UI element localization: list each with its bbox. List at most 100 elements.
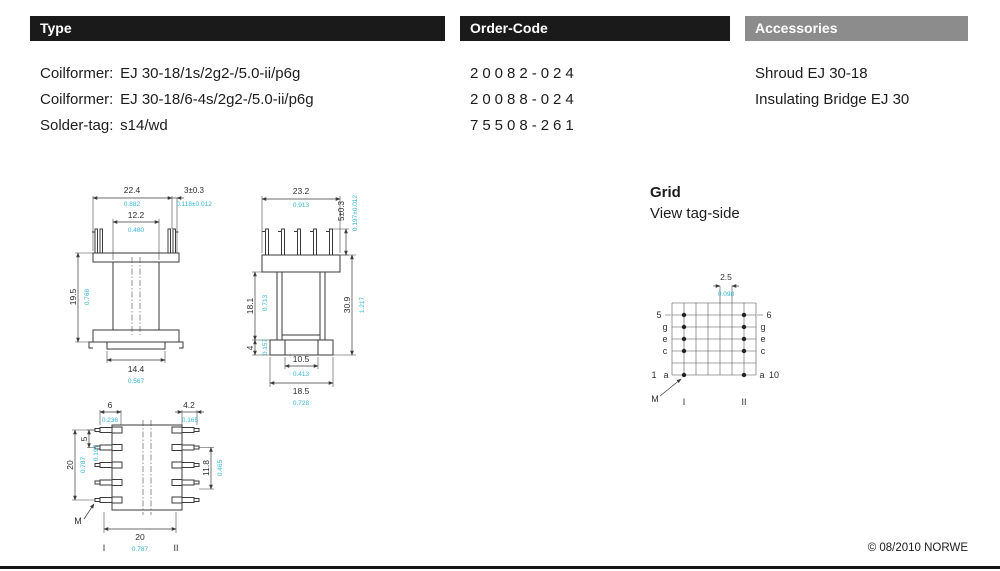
dim-tag-tip-mm: 4.2 (183, 400, 195, 410)
type-header-label: Type (40, 20, 72, 36)
front-dim-base: 14.4 0.567 (106, 351, 166, 385)
grid-pins (681, 312, 747, 378)
dim-tag-height-in: 0.787 (80, 456, 87, 473)
dim-side-inner-mm: 10.5 (293, 354, 310, 364)
side-dim-pin: 5±0.3 0.197±0.012 (332, 195, 359, 256)
side-dim-outer: 18.5 0.728 (269, 357, 334, 407)
dim-side-inner-in: 0.413 (293, 371, 310, 378)
dim-tag-width-in: 0.787 (132, 546, 149, 553)
side-dim-window: 18.1 0.713 4 0.157 (245, 271, 277, 356)
dim-tag-length-mm: 6 (108, 400, 113, 410)
order-code-value: 75508-261 (470, 117, 578, 134)
dim-tag-pitch-in: 0.197 (93, 444, 100, 461)
grid-subtitle: View tag-side (650, 205, 740, 222)
grid-row-letter-left: g (662, 322, 667, 332)
grid-dim-pitch: 2.5 0.098 (713, 272, 739, 303)
grid-row-letter-left: c (663, 346, 668, 356)
tag-dim-pitch: 5 0.197 (79, 429, 100, 461)
tag-dim-height: 20 0.787 (65, 429, 95, 501)
dim-front-pin-in: 0.118±0.012 (176, 201, 212, 208)
order-code-header-bar: Order-Code (460, 16, 730, 41)
grid-heading: Grid View tag-side (650, 182, 740, 224)
type-row: Coilformer: EJ 30-18/6-4s/2g2-/5.0-ii/p6… (40, 87, 450, 113)
dim-tag-length-in: 0.236 (102, 417, 119, 424)
grid-col2-label: II (741, 397, 746, 407)
dim-front-pin-mm: 3±0.3 (184, 186, 205, 195)
order-code-value: 20082-024 (470, 65, 578, 82)
side-dim-width: 23.2 0.913 (261, 186, 341, 253)
front-view-outline (88, 228, 184, 350)
dim-front-height-in: 0.768 (84, 288, 91, 305)
side-view-drawing: 23.2 0.913 5±0.3 0.197±0.012 30.9 1.217 … (245, 186, 366, 407)
dim-tag-span-in: 0.465 (217, 459, 224, 476)
grid-pin5-label: 5 (656, 310, 661, 320)
type-header-bar: Type (30, 16, 445, 41)
dim-tag-width-mm: 20 (135, 532, 145, 542)
tag-ref-labels: M I II (74, 503, 179, 553)
dim-tag-height-mm: 20 (65, 460, 75, 470)
order-code-value: 20088-024 (470, 91, 578, 108)
type-row: Coilformer: EJ 30-18/1s/2g2-/5.0-ii/p6g (40, 61, 450, 87)
grid-col1-label: I (683, 397, 686, 407)
front-dim-height: 19.5 0.768 (68, 252, 93, 343)
grid-pin10-label: 10 (769, 370, 779, 380)
dim-side-foot-mm: 4 (245, 345, 255, 350)
side-dim-inner: 10.5 0.413 (284, 354, 319, 378)
type-row: Solder-tag: s14/wd (40, 113, 450, 139)
grid-row-letter-left: e (662, 334, 667, 344)
grid-row-letter-right: g (760, 322, 765, 332)
dim-side-outer-in: 0.728 (293, 400, 310, 407)
grid-row-letter-right: c (761, 346, 766, 356)
grid-lines (665, 302, 763, 376)
tag-col2-label: II (173, 543, 178, 553)
grid-row-letter-left: a (663, 370, 668, 380)
grid-labels: 5 6 g e c a g e c a 1 10 M I II (651, 310, 779, 407)
front-view-drawing: 22.4 0.882 3±0.3 0.118±0.012 12.2 0.480 … (68, 185, 212, 385)
dim-grid-pitch-in: 0.098 (718, 291, 735, 298)
dim-side-width-in: 0.913 (293, 202, 310, 209)
tag-view-outline (94, 420, 200, 515)
dim-tag-span-mm: 11.8 (201, 460, 211, 476)
dim-side-window-mm: 18.1 (245, 297, 255, 314)
dim-side-pin-mm: 5±0.3 (337, 200, 346, 221)
type-row-value: EJ 30-18/1s/2g2-/5.0-ii/p6g (120, 65, 301, 82)
dim-side-total-in: 1.217 (359, 296, 366, 313)
tag-dim-tip: 4.2 0.165 (175, 400, 204, 425)
side-dim-total: 30.9 1.217 (333, 254, 366, 356)
order-code-column: 20082-024 20088-024 75508-261 (470, 61, 578, 139)
grid-row-letter-right: e (760, 334, 765, 344)
accessory-value: Shroud EJ 30-18 (755, 65, 868, 82)
tag-view-drawing: 6 0.236 4.2 0.165 5 0.197 20 0.787 11.8 … (65, 400, 224, 553)
dim-front-window-mm: 12.2 (128, 210, 145, 220)
dim-front-base-mm: 14.4 (128, 364, 145, 374)
type-row-label: Solder-tag: (40, 117, 114, 134)
order-code-header-label: Order-Code (470, 20, 548, 36)
copyright-note: © 08/2010 NORWE (867, 542, 968, 554)
dim-side-width-mm: 23.2 (293, 186, 310, 196)
dim-front-height-mm: 19.5 (68, 288, 78, 305)
dim-side-outer-mm: 18.5 (293, 386, 310, 396)
accessories-header-bar: Accessories (745, 16, 968, 41)
dim-side-total-mm: 30.9 (342, 296, 352, 313)
dim-side-pin-in: 0.197±0.012 (352, 195, 359, 231)
tag-dim-width: 20 0.787 (103, 512, 177, 553)
bottom-rule (0, 566, 1000, 569)
tag-m-label: M (74, 516, 82, 526)
type-row-value: EJ 30-18/6-4s/2g2-/5.0-ii/p6g (120, 91, 314, 108)
front-dim-width: 22.4 0.882 3±0.3 0.118±0.012 (92, 185, 212, 253)
type-row-value: s14/wd (120, 117, 168, 134)
dim-grid-pitch-mm: 2.5 (720, 272, 732, 282)
dim-side-foot-in: 0.157 (262, 338, 269, 355)
grid-pin6-label: 6 (766, 310, 771, 320)
dim-tag-tip-in: 0.165 (182, 417, 199, 424)
type-row-label: Coilformer: (40, 65, 114, 82)
tag-dim-span: 11.8 0.465 (199, 446, 224, 490)
dim-front-base-in: 0.567 (128, 378, 145, 385)
grid-pin1-label: 1 (651, 370, 656, 380)
tag-col1-label: I (103, 543, 106, 553)
dim-side-window-in: 0.713 (262, 294, 269, 311)
accessories-header-label: Accessories (755, 20, 838, 36)
tag-dim-length: 6 0.236 (99, 400, 122, 425)
dim-front-width-in: 0.882 (124, 201, 141, 208)
grid-m-label: M (651, 394, 659, 404)
